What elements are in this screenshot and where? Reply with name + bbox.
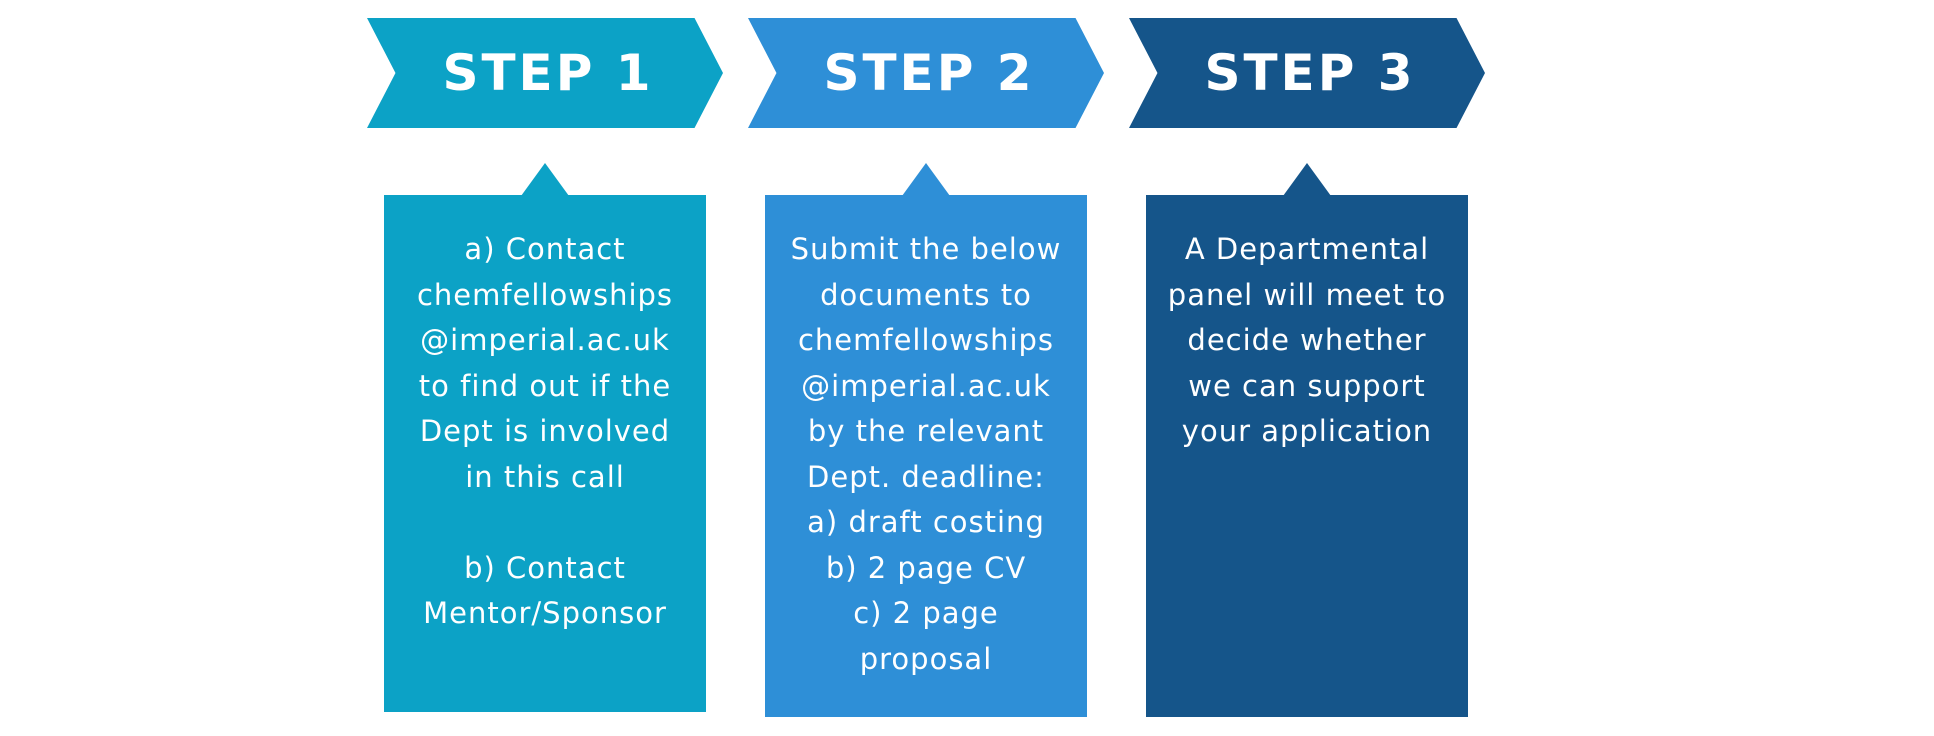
step-3-text: A Departmental panel will meet to decide… <box>1167 232 1447 448</box>
step-2-label: STEP 2 <box>823 44 1035 102</box>
step-2-text: Submit the below documents to chemfellow… <box>790 232 1062 676</box>
step-3-pointer <box>1283 163 1331 196</box>
step-1-chevron: STEP 1 <box>367 18 723 128</box>
step-3-chevron: STEP 3 <box>1129 18 1485 128</box>
step-1-pointer <box>521 163 569 196</box>
step-1-text: a) Contact chemfellowships @imperial.ac.… <box>416 232 674 630</box>
step-2-chevron: STEP 2 <box>748 18 1104 128</box>
step-1-box: a) Contact chemfellowships @imperial.ac.… <box>384 195 706 712</box>
step-3-box: A Departmental panel will meet to decide… <box>1146 195 1468 717</box>
step-1-label: STEP 1 <box>442 44 654 102</box>
step-3-label: STEP 3 <box>1204 44 1416 102</box>
step-2-pointer <box>902 163 950 196</box>
step-2-box: Submit the below documents to chemfellow… <box>765 195 1087 717</box>
